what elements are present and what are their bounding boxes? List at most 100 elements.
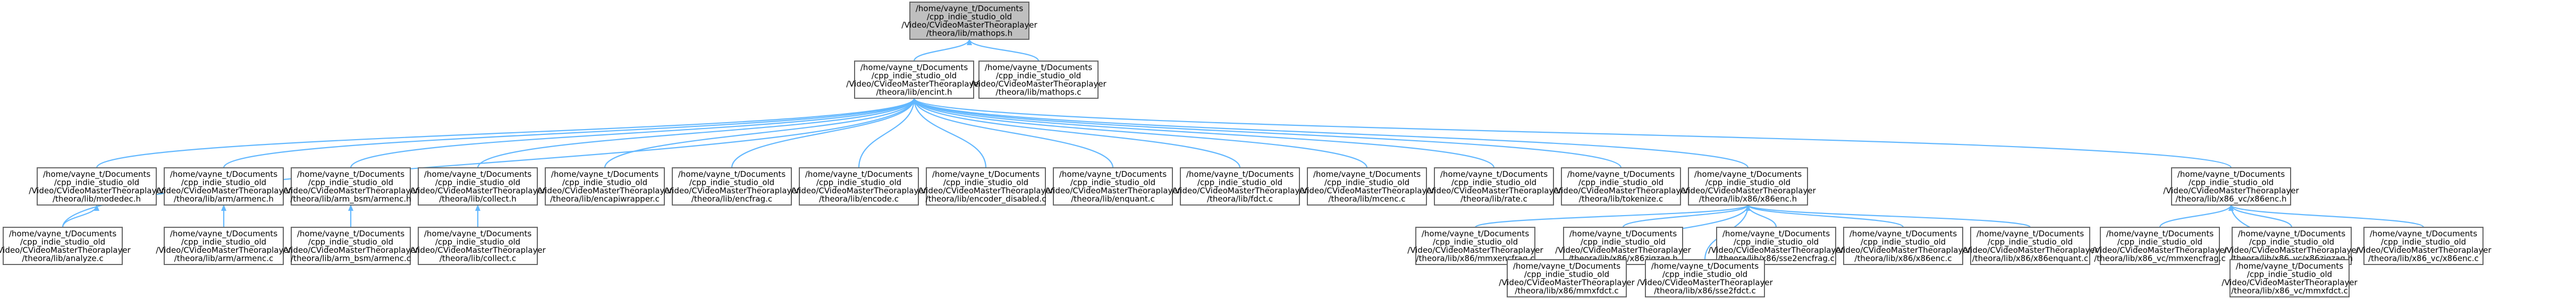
edge-encode_c-to-encint_h bbox=[858, 98, 917, 168]
node-enquant-c[interactable]: /home/vayne_t/Documents/cpp_indie_studio… bbox=[1045, 167, 1181, 206]
node-label-line: /home/vayne_t/Documents bbox=[170, 169, 277, 180]
node-analyze-c[interactable]: /home/vayne_t/Documents/cpp_indie_studio… bbox=[0, 227, 131, 265]
node-encoder-disabled-c[interactable]: /home/vayne_t/Documents/cpp_indie_studio… bbox=[918, 167, 1054, 206]
node-label-line: /cpp_indie_studio_old bbox=[2189, 178, 2274, 188]
node-encfrag-c[interactable]: /home/vayne_t/Documents/cpp_indie_studio… bbox=[664, 167, 800, 206]
node-label-line: /home/vayne_t/Documents bbox=[1694, 169, 1802, 180]
node-box bbox=[1645, 259, 1765, 297]
node-x86-sse2encfrag-c[interactable]: /home/vayne_t/Documents/cpp_indie_studio… bbox=[1708, 227, 1845, 265]
node-label-line: /cpp_indie_studio_old bbox=[2247, 270, 2332, 280]
node-label-line: /theora/lib/mcenc.c bbox=[1328, 194, 1405, 204]
node-label-line: /Video/CVideoMasterTheoraplayer bbox=[1172, 186, 1308, 195]
node-label-line: /home/vayne_t/Documents bbox=[2370, 229, 2477, 239]
node-modedec-h[interactable]: /home/vayne_t/Documents/cpp_indie_studio… bbox=[29, 167, 165, 206]
node-box bbox=[2100, 227, 2220, 265]
node-label-line: /Video/CVideoMasterTheoraplayer bbox=[1835, 245, 1971, 255]
node-label-line: /theora/lib/arm_bsm/armenc.h bbox=[290, 194, 411, 204]
node-label-line: /Video/CVideoMasterTheoraplayer bbox=[664, 186, 800, 195]
node-x86-x86zigzag-h[interactable]: /home/vayne_t/Documents/cpp_indie_studio… bbox=[1555, 227, 1692, 265]
node-label-line: /theora/lib/collect.c bbox=[440, 254, 516, 263]
node-label-line: /cpp_indie_studio_old bbox=[1662, 270, 1747, 280]
node-mcenc-c[interactable]: /home/vayne_t/Documents/cpp_indie_studio… bbox=[1299, 167, 1435, 206]
node-label-line: /Video/CVideoMasterTheoraplayer bbox=[1499, 278, 1635, 287]
node-fdct-c[interactable]: /home/vayne_t/Documents/cpp_indie_studio… bbox=[1172, 167, 1308, 206]
node-label-line: /Video/CVideoMasterTheoraplayer bbox=[901, 20, 1037, 30]
node-label-line: /cpp_indie_studio_old bbox=[1581, 237, 1666, 247]
node-box bbox=[2229, 259, 2350, 297]
node-x86-x86enquant-c[interactable]: /home/vayne_t/Documents/cpp_indie_studio… bbox=[1962, 227, 2099, 265]
node-label-line: /cpp_indie_studio_old bbox=[20, 237, 105, 247]
node-collect-h[interactable]: /home/vayne_t/Documents/cpp_indie_studio… bbox=[410, 167, 546, 206]
node-label-line: /home/vayne_t/Documents bbox=[170, 229, 277, 239]
node-label-line: /home/vayne_t/Documents bbox=[297, 169, 404, 180]
node-label-line: /Video/CVideoMasterTheoraplayer bbox=[1708, 245, 1844, 255]
node-label-line: /theora/lib/mathops.h bbox=[926, 29, 1012, 38]
node-box bbox=[291, 167, 411, 206]
node-label-line: /cpp_indie_studio_old bbox=[1578, 178, 1663, 188]
node-label-line: /theora/lib/x86_vc/x86enc.h bbox=[2175, 194, 2286, 204]
edge-x86vc_x86enc_c-to-x86enc_vc_h bbox=[2228, 204, 2425, 228]
node-collect-c[interactable]: /home/vayne_t/Documents/cpp_indie_studio… bbox=[410, 227, 546, 265]
node-armenc-c[interactable]: /home/vayne_t/Documents/cpp_indie_studio… bbox=[156, 227, 292, 265]
node-box bbox=[164, 227, 284, 265]
node-x86vc-mmxencfrag-c[interactable]: /home/vayne_t/Documents/cpp_indie_studio… bbox=[2092, 227, 2228, 265]
node-label-line: /Video/CVideoMasterTheoraplayer bbox=[2224, 245, 2360, 255]
node-label-line: /Video/CVideoMasterTheoraplayer bbox=[156, 186, 292, 195]
node-label-line: /cpp_indie_studio_old bbox=[943, 178, 1028, 188]
node-encode-c[interactable]: /home/vayne_t/Documents/cpp_indie_studio… bbox=[791, 167, 927, 206]
node-arm-bsm-armenc-c[interactable]: /home/vayne_t/Documents/cpp_indie_studio… bbox=[283, 227, 419, 265]
node-x86enc-vc-h[interactable]: /home/vayne_t/Documents/cpp_indie_studio… bbox=[2163, 167, 2300, 206]
node-x86enc-h[interactable]: /home/vayne_t/Documents/cpp_indie_studio… bbox=[1680, 167, 1817, 206]
node-box bbox=[1716, 227, 1836, 265]
node-label-line: /cpp_indie_studio_old bbox=[435, 178, 520, 188]
edge-x86vc_mmxencfrag_c-to-x86enc_vc_h bbox=[2159, 204, 2234, 228]
node-box bbox=[1843, 227, 1963, 265]
node-label-line: /home/vayne_t/Documents bbox=[2106, 229, 2214, 239]
node-x86-sse2fdct-c[interactable]: /home/vayne_t/Documents/cpp_indie_studio… bbox=[1637, 259, 1773, 297]
edge-x86enc_h-to-encint_h bbox=[911, 98, 1749, 168]
node-label-line: /home/vayne_t/Documents bbox=[2236, 261, 2343, 271]
node-box bbox=[2171, 167, 2291, 206]
node-arm-bsm-armenc-h[interactable]: /home/vayne_t/Documents/cpp_indie_studio… bbox=[283, 167, 419, 206]
node-armenc-h[interactable]: /home/vayne_t/Documents/cpp_indie_studio… bbox=[156, 167, 292, 206]
node-label-line: /cpp_indie_studio_old bbox=[308, 178, 393, 188]
node-label-line: /cpp_indie_studio_old bbox=[2117, 237, 2202, 247]
node-box bbox=[2232, 227, 2352, 265]
node-label-line: /theora/lib/collect.h bbox=[439, 194, 517, 204]
node-x86vc-x86enc-c[interactable]: /home/vayne_t/Documents/cpp_indie_studio… bbox=[2355, 227, 2492, 265]
node-label-line: /theora/lib/x86/mmxfdct.c bbox=[1515, 286, 1618, 296]
node-label-line: /Video/CVideoMasterTheoraplayer bbox=[1555, 245, 1691, 255]
node-encapiwrapper-c[interactable]: /home/vayne_t/Documents/cpp_indie_studio… bbox=[537, 167, 673, 206]
node-label-line: /home/vayne_t/Documents bbox=[1313, 169, 1421, 180]
node-label-line: /theora/lib/enquant.c bbox=[1071, 194, 1155, 204]
node-x86vc-x86zigzag-h[interactable]: /home/vayne_t/Documents/cpp_indie_studio… bbox=[2224, 227, 2360, 265]
node-x86-mmxfdct-c[interactable]: /home/vayne_t/Documents/cpp_indie_studio… bbox=[1499, 259, 1635, 297]
node-label-line: /home/vayne_t/Documents bbox=[985, 63, 1092, 73]
node-box bbox=[1561, 167, 1681, 206]
node-label-line: /Video/CVideoMasterTheoraplayer bbox=[2222, 278, 2358, 287]
node-rate-c[interactable]: /home/vayne_t/Documents/cpp_indie_studio… bbox=[1426, 167, 1563, 206]
node-label-line: /Video/CVideoMasterTheoraplayer bbox=[970, 79, 1107, 89]
node-label-line: /cpp_indie_studio_old bbox=[816, 178, 901, 188]
node-label-line: /cpp_indie_studio_old bbox=[54, 178, 139, 188]
node-label-line: /Video/CVideoMasterTheoraplayer bbox=[846, 79, 982, 89]
node-label-line: /home/vayne_t/Documents bbox=[1651, 261, 1759, 271]
node-label-line: /Video/CVideoMasterTheoraplayer bbox=[1637, 278, 1773, 287]
edge-x86_x86enc_c-to-x86enc_h bbox=[1745, 204, 1904, 228]
node-label-line: /cpp_indie_studio_old bbox=[181, 178, 266, 188]
edge-encint_h-to-mathops_h bbox=[913, 39, 972, 62]
node-x86vc-mmxfdct-c[interactable]: /home/vayne_t/Documents/cpp_indie_studio… bbox=[2222, 259, 2358, 297]
node-mathops-c[interactable]: /home/vayne_t/Documents/cpp_indie_studio… bbox=[970, 61, 1107, 99]
node-box bbox=[1507, 259, 1627, 297]
node-x86-x86enc-c[interactable]: /home/vayne_t/Documents/cpp_indie_studio… bbox=[1835, 227, 1972, 265]
node-box bbox=[1307, 167, 1427, 206]
node-label-line: /theora/lib/encapiwrapper.c bbox=[550, 194, 660, 204]
node-box bbox=[1563, 227, 1683, 265]
node-tokenize-c[interactable]: /home/vayne_t/Documents/cpp_indie_studio… bbox=[1553, 167, 1690, 206]
node-x86-mmxencfrag-c[interactable]: /home/vayne_t/Documents/cpp_indie_studio… bbox=[1407, 227, 1544, 265]
node-label-line: /home/vayne_t/Documents bbox=[2177, 169, 2285, 180]
node-label-line: /theora/lib/tokenize.c bbox=[1579, 194, 1663, 204]
node-label-line: /Video/CVideoMasterTheoraplayer bbox=[410, 186, 546, 195]
edge-mathops_c-to-mathops_h bbox=[967, 39, 1040, 62]
node-encint-h[interactable]: /home/vayne_t/Documents/cpp_indie_studio… bbox=[846, 61, 983, 99]
